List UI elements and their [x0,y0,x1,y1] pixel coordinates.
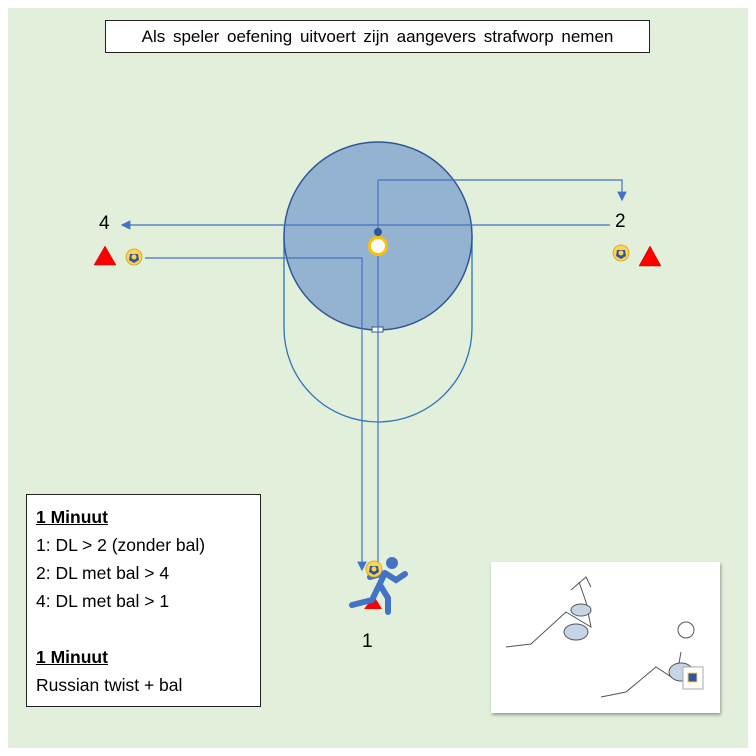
korf-post [374,228,382,236]
instruction-line: 4: DL met bal > 1 [36,591,170,611]
instructions-box: 1 Minuut 1: DL > 2 (zonder bal) 2: DL me… [26,494,261,707]
exercise-text: Russian twist + bal [36,675,183,695]
position-1-label: 1 [362,631,373,652]
position-2-label: 2 [615,211,626,232]
ball-2-icon [612,244,630,262]
heading-1: 1 Minuut [36,507,108,527]
cone-4 [93,245,117,266]
pass-arrow-4-to-1 [145,257,367,572]
position-4-label: 4 [99,213,110,234]
russian-twist-illustration [491,562,720,713]
ball-1-icon [365,560,383,578]
ball-4-icon [125,248,143,266]
instruction-line: 1: DL > 2 (zonder bal) [36,535,206,555]
runner-1-icon [349,557,408,615]
cone-2 [638,245,662,267]
title-box: Als speler oefening uitvoert zijn aangev… [105,20,650,53]
instruction-line: 2: DL met bal > 4 [36,563,170,583]
run-arrow-1-to-2 [378,179,627,202]
korf-ring [368,236,388,256]
heading-2: 1 Minuut [36,647,108,667]
